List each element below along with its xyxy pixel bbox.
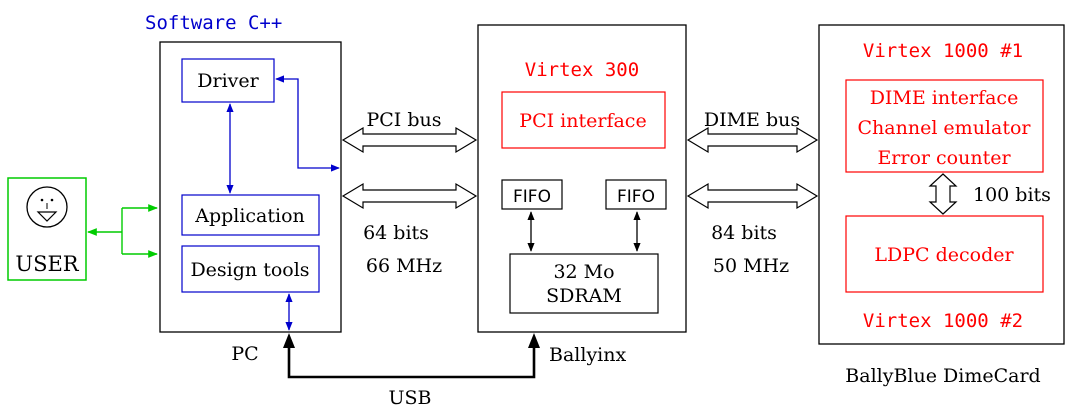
pci-freq-label: 66 MHz [366,255,442,277]
fifo-right-label: FIFO [617,187,655,207]
pci-bus-label: PCI bus [366,109,441,131]
usb-link [287,344,536,379]
ballyinx-caption: Ballyinx [549,344,626,366]
ldpc-decoder-box [845,215,1044,293]
driver-label: Driver [197,70,259,92]
dime-interface-box [845,79,1044,173]
dime-freq-label: 50 MHz [713,255,789,277]
virtex-1000-1-title: Virtex 1000 #1 [863,40,1023,62]
dime-interface-label: DIME interface [870,87,1019,109]
design-tools-label: Design tools [190,259,309,281]
fpga-link-arrow [928,173,958,215]
pci-bus-arrow-bottom [341,182,478,210]
virtex-1000-2-title: Virtex 1000 #2 [863,310,1023,332]
application-label: Application [194,205,305,227]
dime-bus-arrow-bottom [686,182,819,210]
dimecard-box [818,24,1065,345]
user-label: USER [15,252,79,276]
sdram-line1: 32 Mo [553,261,614,283]
pc-caption: PC [231,343,258,365]
pc-internal-links [226,75,340,331]
pci-bus-arrow-top [341,126,478,154]
ballyinx-title: Virtex 300 [525,59,639,81]
ballyinx-box [477,24,687,333]
fpga-link-width-label: 100 bits [973,184,1051,206]
pci-interface-label: PCI interface [519,110,646,132]
sdram-line2: SDRAM [546,285,622,307]
smiley-face-icon [26,186,68,228]
fifo-left-label: FIFO [513,187,551,207]
channel-emulator-label: Channel emulator [858,117,1032,139]
fifo-right-box [605,179,667,210]
dime-bus-label: DIME bus [704,109,800,131]
application-box [181,194,320,236]
pci-width-label: 64 bits [363,222,429,244]
usb-label: USB [389,387,432,409]
usb-arrowhead-pc [283,333,295,348]
pc-box [159,41,342,333]
design-tools-box [181,245,320,293]
error-counter-label: Error counter [877,147,1011,169]
pc-title: Software C++ [145,12,282,34]
user-pc-link [87,204,158,258]
sdram-box [509,253,659,314]
pci-interface-box [501,91,666,149]
dime-width-label: 84 bits [711,222,777,244]
fifo-sdram-links [527,211,641,252]
dime-bus-arrow-top [686,126,819,154]
user-box [7,177,87,281]
usb-arrowhead-ballyinx [528,333,540,348]
dimecard-caption: BallyBlue DimeCard [845,365,1040,387]
driver-box [181,58,275,103]
fifo-left-box [501,179,563,210]
ldpc-decoder-label: LDPC decoder [874,244,1014,266]
